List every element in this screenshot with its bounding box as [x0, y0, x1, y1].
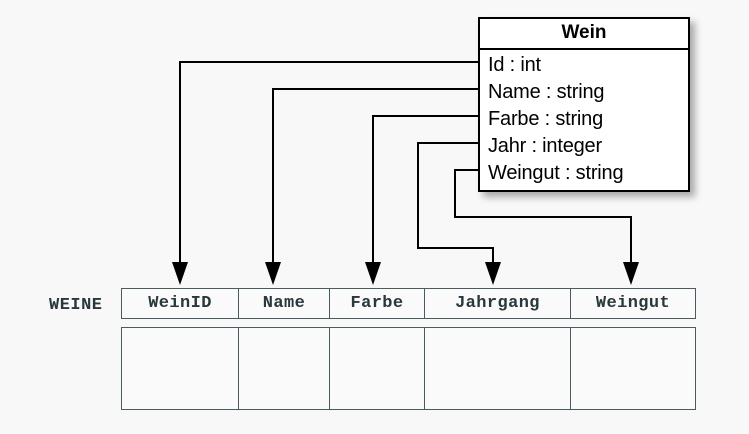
table-cell	[425, 328, 571, 409]
uml-attribute: Id : int	[488, 54, 541, 76]
uml-attribute: Jahr : integer	[488, 135, 602, 157]
uml-class-box: Wein Id : int Name : string Farbe : stri…	[478, 17, 690, 192]
table-empty-row	[121, 327, 696, 410]
table-column-header: WeinID	[122, 289, 239, 318]
uml-attribute: Weingut : string	[488, 162, 624, 184]
table-cell	[571, 328, 695, 409]
table-column-header: Name	[239, 289, 330, 318]
table-cell	[239, 328, 330, 409]
table-cell	[122, 328, 239, 409]
table-column-header: Farbe	[330, 289, 425, 318]
uml-attribute: Name : string	[488, 81, 605, 103]
uml-attribute-list: Id : int Name : string Farbe : string Ja…	[480, 50, 688, 190]
table-cell	[330, 328, 425, 409]
table-header-row: WeinID Name Farbe Jahrgang Weingut	[121, 288, 696, 319]
mapping-arrow-id-to-weinid	[172, 61, 478, 285]
mapping-arrow-name-to-name	[265, 88, 478, 285]
table-column-header: Weingut	[595, 294, 671, 313]
uml-class-name: Wein	[480, 19, 688, 50]
table-name-label: WEINE	[49, 296, 103, 315]
table-column-header: Jahrgang	[425, 289, 571, 318]
mapping-arrow-farbe-to-farbe	[365, 115, 478, 285]
uml-attribute: Farbe : string	[488, 108, 604, 130]
